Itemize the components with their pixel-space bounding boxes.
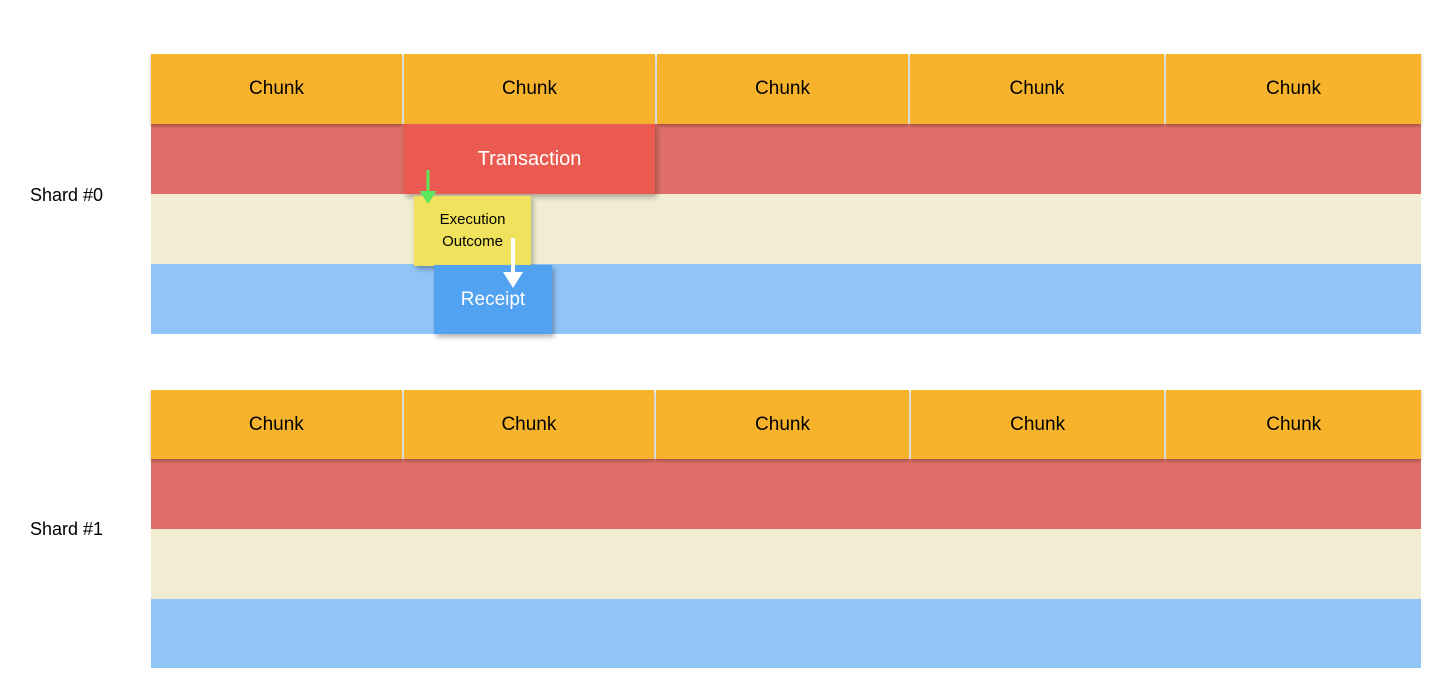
shard-label-1: Shard #1 bbox=[30, 519, 104, 539]
execution-outcome-label: Execution Outcome bbox=[440, 209, 506, 253]
chunk-cell[interactable]: Chunk bbox=[657, 54, 908, 124]
receipt-band-1 bbox=[151, 599, 1421, 668]
chunk-cell[interactable]: Chunk bbox=[151, 390, 402, 459]
execution-outcome-box[interactable]: Execution Outcome bbox=[414, 196, 531, 266]
transaction-box[interactable]: Transaction bbox=[404, 124, 655, 194]
chunk-cell[interactable]: Chunk bbox=[910, 54, 1164, 124]
chunk-row-0: Chunk Chunk Chunk Chunk Chunk bbox=[151, 54, 1421, 124]
execution-outcome-band-1 bbox=[151, 529, 1421, 599]
chunk-cell[interactable]: Chunk bbox=[910, 390, 1165, 459]
chunk-cell[interactable]: Chunk bbox=[656, 390, 909, 459]
transaction-band-1 bbox=[151, 459, 1421, 529]
execution-outcome-band-0 bbox=[151, 194, 1421, 264]
receipt-box[interactable]: Receipt bbox=[434, 265, 552, 334]
chunk-row-1: Chunk Chunk Chunk Chunk Chunk bbox=[151, 390, 1421, 459]
chunk-cell[interactable]: Chunk bbox=[404, 54, 655, 124]
shard-row-0: Chunk Chunk Chunk Chunk Chunk Transactio… bbox=[151, 54, 1421, 334]
chunk-cell[interactable]: Chunk bbox=[1166, 390, 1421, 459]
execution-outcome-label-line1: Execution bbox=[439, 211, 506, 229]
chunk-cell[interactable]: Chunk bbox=[1166, 54, 1421, 124]
shard-label-0: Shard #0 bbox=[30, 185, 104, 205]
chunk-cell[interactable]: Chunk bbox=[403, 390, 655, 459]
shard-row-1: Chunk Chunk Chunk Chunk Chunk bbox=[151, 390, 1421, 668]
execution-outcome-label-line2: Outcome bbox=[442, 233, 503, 250]
receipt-band-0 bbox=[151, 264, 1421, 334]
outcome-to-receipt-arrow-icon bbox=[503, 238, 523, 288]
transaction-to-outcome-arrow-icon bbox=[419, 170, 437, 204]
chunk-cell[interactable]: Chunk bbox=[151, 54, 402, 124]
transaction-band-0 bbox=[151, 124, 1421, 194]
